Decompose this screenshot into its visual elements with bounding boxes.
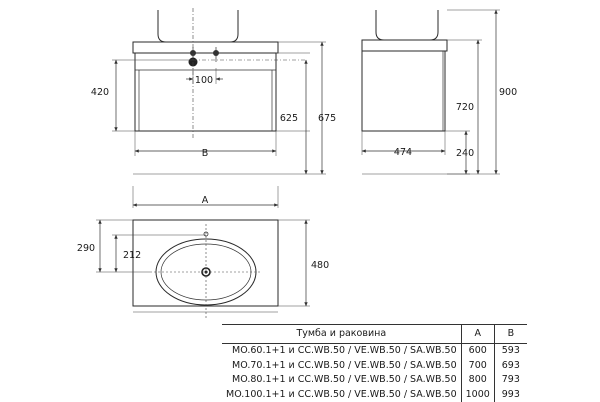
dim-240-label: 240 (456, 148, 474, 159)
dim-290-label: 290 (77, 243, 95, 254)
row-a: 800 (461, 373, 494, 388)
header-name: Тумба и раковина (222, 325, 461, 344)
spec-table: Тумба и раковина A B MO.60.1+1 и CC.WB.5… (222, 324, 527, 402)
dim-212-label: 212 (123, 250, 141, 261)
side-basin (376, 10, 438, 40)
row-a: 700 (461, 359, 494, 374)
row-name: MO.80.1+1 и CC.WB.50 / VE.WB.50 / SA.WB.… (222, 373, 461, 388)
side-view: 900 720 240 474 (362, 10, 517, 174)
top-view: 290 212 480 (77, 220, 329, 318)
dim-675-label: 675 (318, 113, 336, 124)
dim-480-label: 480 (311, 260, 329, 271)
table-header-row: Тумба и раковина A B (222, 325, 527, 344)
dim-B-label: B (202, 148, 209, 159)
header-a: A (461, 325, 494, 344)
table-row: MO.80.1+1 и CC.WB.50 / VE.WB.50 / SA.WB.… (222, 373, 527, 388)
row-b: 793 (494, 373, 527, 388)
row-b: 593 (494, 344, 527, 359)
row-name: MO.60.1+1 и CC.WB.50 / VE.WB.50 / SA.WB.… (222, 344, 461, 359)
dim-900-label: 900 (499, 87, 517, 98)
side-countertop (362, 40, 447, 51)
row-name: MO.70.1+1 и CC.WB.50 / VE.WB.50 / SA.WB.… (222, 359, 461, 374)
header-b: B (494, 325, 527, 344)
table-row: MO.70.1+1 и CC.WB.50 / VE.WB.50 / SA.WB.… (222, 359, 527, 374)
front-cabinet (135, 53, 276, 131)
side-cabinet (362, 51, 445, 131)
dim-474-label: 474 (394, 147, 412, 158)
row-b: 693 (494, 359, 527, 374)
row-a: 600 (461, 344, 494, 359)
dim-100-label: 100 (195, 75, 213, 86)
front-basin (158, 10, 238, 42)
dim-720-label: 720 (456, 102, 474, 113)
front-view: 100 420 625 675 B A (91, 8, 336, 208)
table-row: MO.60.1+1 и CC.WB.50 / VE.WB.50 / SA.WB.… (222, 344, 527, 359)
dim-625-label: 625 (280, 113, 298, 124)
dim-420-label: 420 (91, 87, 109, 98)
front-countertop (133, 42, 278, 53)
dim-A-label: A (202, 195, 209, 206)
